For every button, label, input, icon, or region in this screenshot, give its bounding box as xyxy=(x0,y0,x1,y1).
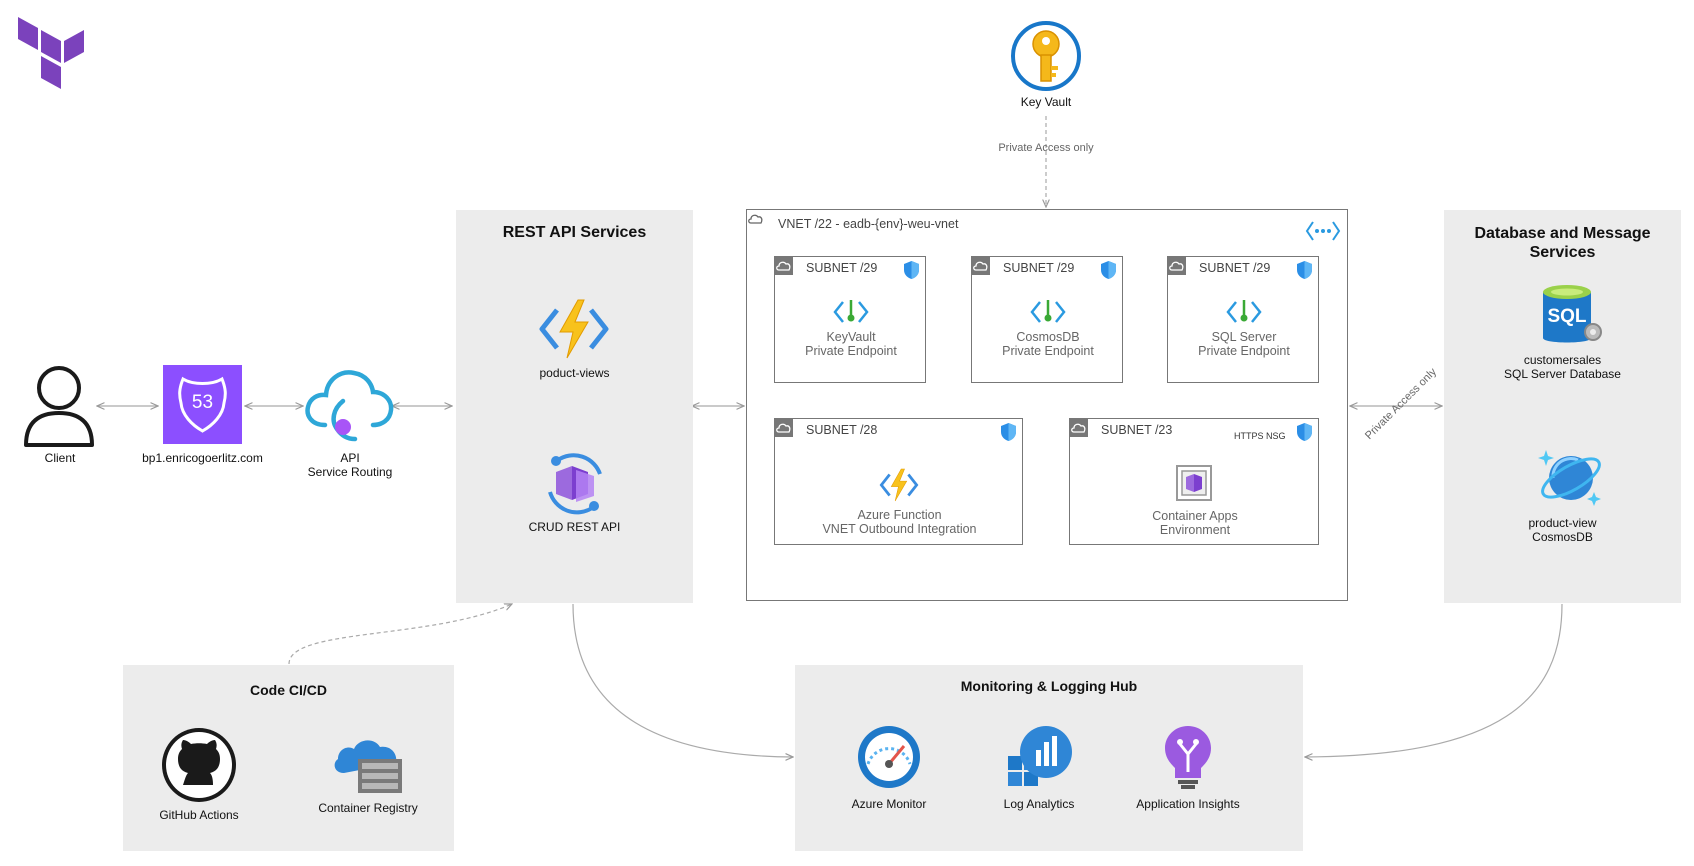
subnet-title: SUBNET /29 xyxy=(806,261,878,275)
user-icon xyxy=(24,366,94,447)
private-endpoint-icon xyxy=(1226,300,1262,323)
subnet-service-line1: CosmosDB xyxy=(1016,330,1080,344)
key-vault-icon xyxy=(1011,21,1081,91)
api-routing-label-line2: Service Routing xyxy=(307,465,393,479)
database-panel: Database and Message Services SQL custom… xyxy=(1444,210,1681,603)
subnet-service-label: Azure Function VNET Outbound Integration xyxy=(775,508,1024,536)
github-icon xyxy=(162,728,236,802)
api-routing-cloud-icon xyxy=(305,370,394,442)
azure-function-icon xyxy=(879,468,919,502)
database-title: Database and Message Services xyxy=(1444,224,1681,262)
azure-function-icon xyxy=(539,299,609,359)
subnet-service-line1: Container Apps xyxy=(1152,509,1238,523)
log-analytics-icon xyxy=(1008,726,1072,786)
nsg-shield-icon xyxy=(1297,261,1312,279)
subnet-service-line2: Private Endpoint xyxy=(1198,344,1290,358)
container-registry-icon xyxy=(334,740,402,793)
azure-monitor-icon xyxy=(858,726,920,788)
database-title-line2: Services xyxy=(1529,244,1596,261)
app-insights-label: Application Insights xyxy=(1136,797,1240,811)
private-endpoint-icon xyxy=(1030,300,1066,323)
rest-api-title: REST API Services xyxy=(502,224,647,241)
subnet-container-apps: SUBNET /23 HTTPS NSG Container Apps Envi… xyxy=(1069,418,1319,545)
edge-databases-monitoring xyxy=(1305,603,1563,757)
sql-label-line1: customersales xyxy=(1523,353,1602,367)
vnet-box: VNET /22 - eadb-{env}-weu-vnet SUBNET /2… xyxy=(746,209,1348,601)
subnet-service-line1: Azure Function xyxy=(857,508,942,522)
monitoring-title: Monitoring & Logging Hub xyxy=(960,678,1138,694)
nsg-shield-icon xyxy=(1297,423,1312,441)
cicd-title: Code CI/CD xyxy=(250,682,327,698)
client-label: Client xyxy=(44,451,76,465)
container-app-icon xyxy=(548,453,602,515)
cosmosdb-icon xyxy=(1538,450,1601,506)
sql-database-icon: SQL xyxy=(1543,285,1602,343)
subnet-cloud-icon xyxy=(972,257,990,275)
nsg-shield-icon xyxy=(1101,261,1116,279)
cosmos-label-line1: product-view xyxy=(1528,516,1597,530)
vnet-cloud-icon xyxy=(747,210,765,228)
route53-badge: 53 xyxy=(191,392,214,413)
subnet-title: SUBNET /29 xyxy=(1199,261,1271,275)
subnet-cloud-icon xyxy=(775,257,793,275)
edge-restapi-monitoring xyxy=(572,603,793,757)
subnet-cloud-icon xyxy=(775,419,793,437)
api-routing-label: API Service Routing xyxy=(290,451,410,479)
nsg-shield-icon xyxy=(904,261,919,279)
subnet-sqlserver: SUBNET /29 SQL Server Private Endpoint xyxy=(1167,256,1319,383)
subnet-service-line1: SQL Server xyxy=(1211,330,1277,344)
cicd-panel: Code CI/CD GitHub Actions Container Regi… xyxy=(123,665,454,851)
private-endpoint-icon xyxy=(833,300,869,323)
database-title-line1: Database and Message xyxy=(1474,225,1651,242)
subnet-title: SUBNET /23 xyxy=(1101,423,1173,437)
subnet-service-line2: Environment xyxy=(1159,523,1231,537)
subnet-service-line2: VNET Outbound Integration xyxy=(822,522,977,536)
subnet-title: SUBNET /28 xyxy=(806,423,878,437)
edge-cicd-restapi xyxy=(288,604,512,665)
api-routing-label-line1: API xyxy=(340,451,360,465)
subnet-title: SUBNET /29 xyxy=(1003,261,1075,275)
key-vault-edge-label: Private Access only xyxy=(998,142,1094,154)
crud-label: CRUD REST API xyxy=(528,520,621,534)
route53-label: bp1.enricogoerlitz.com xyxy=(142,451,263,465)
terraform-logo-icon xyxy=(18,17,84,89)
nsg-label: HTTPS NSG xyxy=(1234,431,1286,441)
subnet-service-label: Container Apps Environment xyxy=(1070,509,1320,537)
cosmos-label-line2: CosmosDB xyxy=(1532,530,1593,544)
function-label: poduct-views xyxy=(539,366,610,380)
subnet-service-line2: Private Endpoint xyxy=(805,344,897,358)
route53-icon: 53 xyxy=(163,365,242,444)
subnet-service-label: KeyVault Private Endpoint xyxy=(775,330,927,358)
subnet-cloud-icon xyxy=(1168,257,1186,275)
subnet-function: SUBNET /28 Azure Function VNET Outbound … xyxy=(774,418,1023,545)
container-apps-environment-icon xyxy=(1176,465,1212,501)
subnet-service-label: SQL Server Private Endpoint xyxy=(1168,330,1320,358)
subnet-cosmosdb: SUBNET /29 CosmosDB Private Endpoint xyxy=(971,256,1123,383)
application-insights-icon xyxy=(1165,726,1211,789)
registry-label: Container Registry xyxy=(318,801,418,815)
azure-monitor-label: Azure Monitor xyxy=(851,797,927,811)
cosmos-label: product-view CosmosDB xyxy=(1444,516,1681,544)
sql-label-line2: SQL Server Database xyxy=(1504,367,1621,381)
log-analytics-label: Log Analytics xyxy=(1003,797,1075,811)
subnet-service-label: CosmosDB Private Endpoint xyxy=(972,330,1124,358)
subnet-service-line2: Private Endpoint xyxy=(1002,344,1094,358)
github-label: GitHub Actions xyxy=(159,808,239,822)
monitoring-panel: Monitoring & Logging Hub Azure Monitor L… xyxy=(795,665,1303,851)
sql-label: customersales SQL Server Database xyxy=(1444,353,1681,381)
subnet-keyvault: SUBNET /29 KeyVault Private Endpoint xyxy=(774,256,926,383)
sql-icon-text: SQL xyxy=(1547,306,1586,327)
subnet-cloud-icon xyxy=(1070,419,1088,437)
subnet-service-line1: KeyVault xyxy=(826,330,876,344)
vnet-label: VNET /22 - eadb-{env}-weu-vnet xyxy=(778,217,959,231)
nsg-shield-icon xyxy=(1001,423,1016,441)
key-vault-label: Key Vault xyxy=(1020,95,1072,109)
rest-api-panel: REST API Services poduct-views CRUD REST… xyxy=(456,210,693,603)
vnet-peering-icon xyxy=(1305,221,1341,241)
